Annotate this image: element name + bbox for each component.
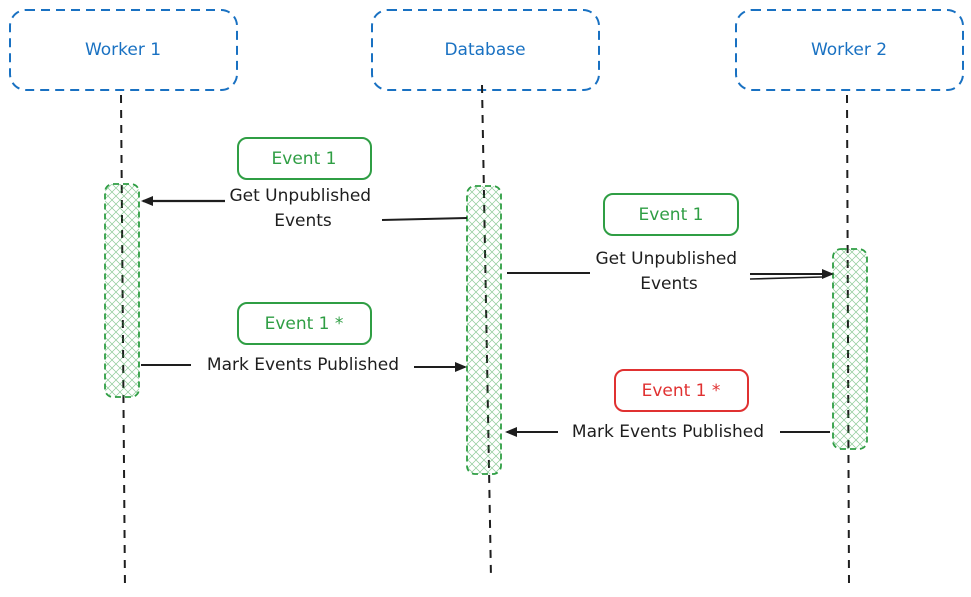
participant-label: Database (444, 40, 525, 60)
message-label-line: Events (274, 211, 332, 231)
message-label-line: Mark Events Published (572, 422, 764, 442)
activation-bar-database (466, 185, 502, 475)
participant-box (371, 9, 600, 91)
participant-database: Database (371, 9, 600, 91)
message-label-line: Events (640, 274, 698, 294)
message-line-stroke (749, 276, 823, 280)
message-get-unpublished-worker-1: Event 1 Get Unpublished Events (141, 137, 468, 231)
event-badge: Event 1 * (614, 369, 749, 412)
message-label: Get Unpublished Events (595, 249, 742, 294)
participant-label: Worker 1 (85, 40, 161, 60)
activation-bar-worker-2 (832, 248, 868, 450)
participant-worker-1: Worker 1 (9, 9, 238, 91)
event-badge: Event 1 * (237, 302, 372, 345)
event-badge-box (237, 137, 372, 180)
event-badge-label: Event 1 * (642, 381, 721, 401)
message-line (381, 217, 468, 221)
message-label: Get Unpublished Events (229, 186, 376, 231)
event-badge: Event 1 (603, 193, 739, 236)
message-label-line: Get Unpublished (595, 249, 737, 269)
message-mark-published-worker-1: Event 1 * Mark Events Published (141, 302, 467, 375)
event-badge: Event 1 (237, 137, 372, 180)
participant-label: Worker 2 (811, 40, 887, 60)
event-badge-box (237, 302, 372, 345)
event-badge-box (614, 369, 749, 412)
event-badge-box (603, 193, 739, 236)
activation-bar-worker-1 (104, 183, 140, 398)
event-badge-label: Event 1 * (265, 314, 344, 334)
message-label-line: Get Unpublished (229, 186, 371, 206)
event-badge-label: Event 1 (272, 149, 337, 169)
event-badge-label: Event 1 (639, 205, 704, 225)
participant-box (9, 9, 238, 91)
participant-worker-2: Worker 2 (735, 9, 964, 91)
message-label: Mark Events Published (572, 422, 764, 442)
message-label-line: Mark Events Published (207, 355, 399, 375)
message-label: Mark Events Published (207, 355, 399, 375)
message-mark-published-worker-2: Event 1 * Mark Events Published (505, 369, 830, 442)
participant-box (735, 9, 964, 91)
message-get-unpublished-worker-2: Event 1 Get Unpublished Events (507, 193, 834, 294)
